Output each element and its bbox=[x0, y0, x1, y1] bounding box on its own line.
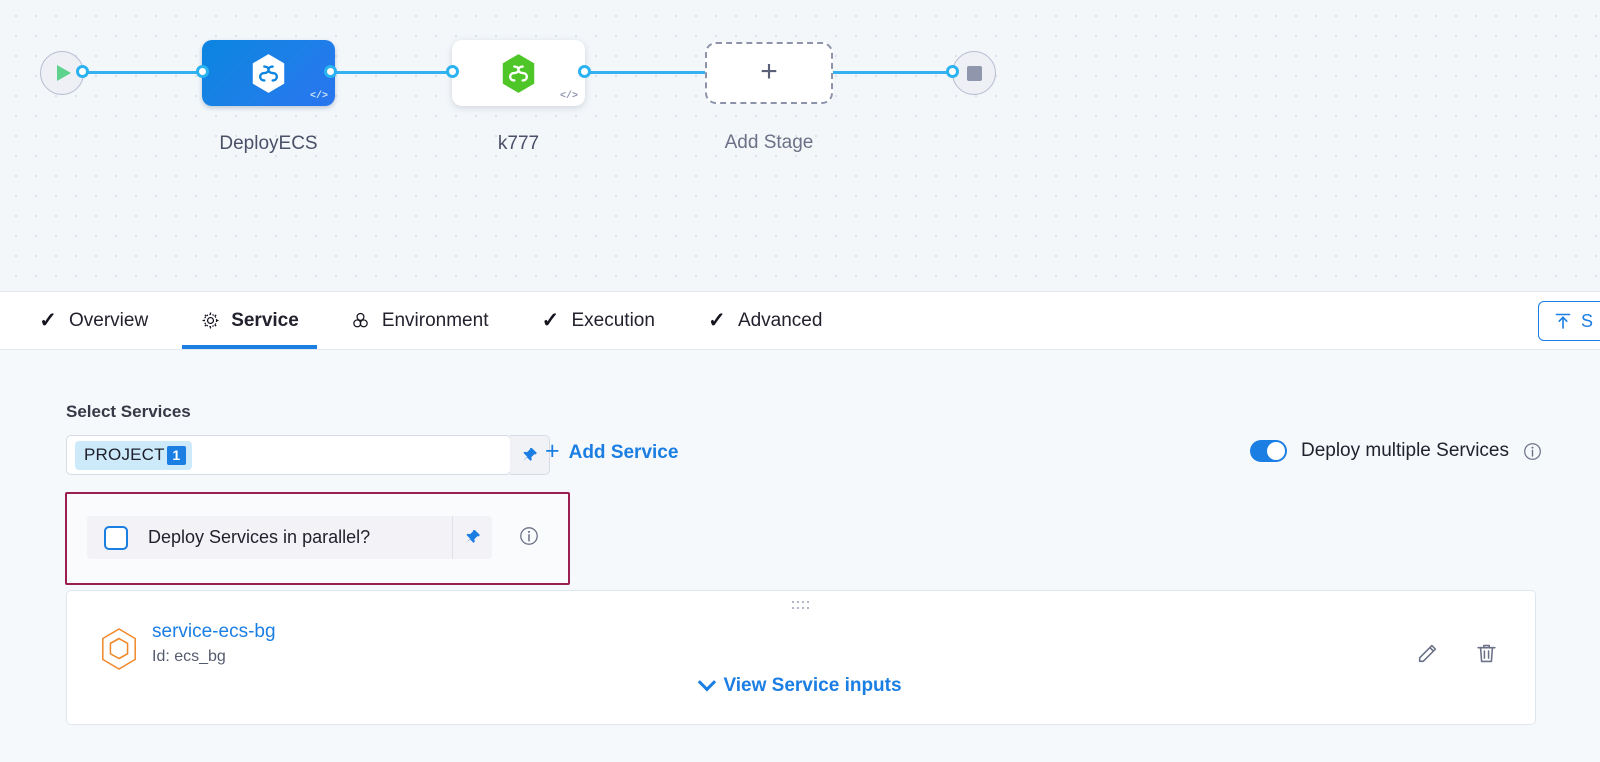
deploy-multiple-services-control[interactable]: Deploy multiple Services bbox=[1249, 440, 1542, 462]
deploy-parallel-row[interactable]: Deploy Services in parallel? bbox=[87, 516, 492, 559]
service-name-link[interactable]: service-ecs-bg bbox=[152, 621, 276, 642]
stage-label-k777: k777 bbox=[497, 133, 540, 154]
connector-port[interactable] bbox=[946, 65, 959, 78]
environment-icon bbox=[351, 311, 371, 331]
service-hex-icon bbox=[102, 628, 136, 670]
stage-code-badge[interactable]: </> bbox=[309, 91, 328, 102]
info-icon[interactable] bbox=[519, 526, 539, 546]
play-icon bbox=[57, 65, 71, 81]
chevron-down-icon bbox=[697, 672, 717, 691]
tab-label: Service bbox=[231, 309, 299, 331]
gear-icon bbox=[200, 311, 220, 331]
service-id-text: Id: ecs_bg bbox=[152, 648, 226, 665]
pipeline-canvas[interactable]: </> </> + DeployECS k777 Add Stage bbox=[0, 0, 1600, 292]
stage-label-deployecs: DeployECS bbox=[219, 133, 318, 154]
tab-label: Overview bbox=[69, 309, 149, 331]
plus-icon: + bbox=[545, 437, 560, 465]
tab-execution[interactable]: ✓ Execution bbox=[514, 292, 680, 349]
plus-icon: + bbox=[760, 55, 778, 88]
service-tab-panel: Select Services PROJECT 1 + Add Service … bbox=[0, 350, 1600, 762]
pin-parallel-field-button[interactable] bbox=[452, 516, 492, 559]
pencil-icon[interactable] bbox=[1415, 641, 1440, 666]
deploy-multiple-services-toggle[interactable] bbox=[1249, 440, 1287, 462]
tab-label: Advanced bbox=[737, 309, 823, 331]
tab-environment[interactable]: Environment bbox=[325, 292, 515, 349]
select-services-label: Select Services bbox=[66, 402, 191, 421]
project-scope-tag[interactable]: PROJECT 1 bbox=[75, 440, 192, 470]
connector-port[interactable] bbox=[578, 65, 591, 78]
trash-icon[interactable] bbox=[1474, 641, 1499, 666]
tab-overview[interactable]: ✓ Overview bbox=[0, 292, 174, 349]
view-service-inputs-toggle[interactable]: View Service inputs bbox=[697, 672, 902, 697]
save-as-template-button[interactable]: S bbox=[1537, 301, 1600, 341]
stage-config-tab-bar: ✓ Overview Service Envir bbox=[0, 292, 1600, 350]
deploy-multiple-services-label: Deploy multiple Services bbox=[1300, 440, 1509, 461]
pipeline-edge bbox=[830, 71, 965, 74]
connector-port[interactable] bbox=[446, 65, 459, 78]
deploy-parallel-label: Deploy Services in parallel? bbox=[148, 527, 371, 547]
check-icon: ✓ bbox=[708, 309, 726, 332]
project-scope-count: 1 bbox=[166, 445, 186, 465]
drag-handle-icon[interactable] bbox=[792, 601, 810, 611]
deploy-parallel-checkbox[interactable] bbox=[104, 525, 128, 550]
stop-icon bbox=[966, 65, 982, 81]
service-card: service-ecs-bg Id: ecs_bg View Service i… bbox=[66, 590, 1536, 725]
tab-service[interactable]: Service bbox=[174, 292, 325, 349]
info-icon[interactable] bbox=[1523, 442, 1542, 461]
add-service-button[interactable]: + Add Service bbox=[545, 437, 679, 465]
view-service-inputs-label: View Service inputs bbox=[723, 675, 902, 696]
tab-advanced[interactable]: ✓ Advanced bbox=[681, 292, 849, 349]
connector-port[interactable] bbox=[196, 65, 209, 78]
connector-port[interactable] bbox=[324, 65, 337, 78]
pipeline-stage-k777[interactable]: </> bbox=[452, 40, 585, 106]
pin-icon bbox=[465, 529, 480, 544]
save-template-label: S bbox=[1580, 310, 1593, 331]
services-multiselect-input[interactable]: PROJECT 1 bbox=[66, 435, 550, 475]
check-icon: ✓ bbox=[541, 309, 560, 332]
pin-icon bbox=[522, 447, 537, 462]
check-icon: ✓ bbox=[39, 309, 57, 332]
harness-hex-icon bbox=[252, 53, 285, 93]
add-stage-node[interactable]: + bbox=[705, 42, 833, 104]
add-stage-label: Add Stage bbox=[724, 132, 814, 153]
harness-hex-icon bbox=[502, 53, 535, 93]
save-template-icon bbox=[1555, 313, 1571, 329]
tab-label: Execution bbox=[571, 309, 655, 331]
pipeline-edge bbox=[330, 71, 457, 74]
project-scope-label: PROJECT bbox=[84, 445, 165, 464]
stage-code-badge[interactable]: </> bbox=[559, 91, 578, 102]
pipeline-stage-deployecs[interactable]: </> bbox=[202, 40, 335, 106]
tab-label: Environment bbox=[381, 309, 489, 331]
add-service-label: Add Service bbox=[568, 442, 679, 463]
pipeline-edge bbox=[82, 71, 207, 74]
connector-port[interactable] bbox=[76, 65, 89, 78]
deploy-parallel-highlight-box: Deploy Services in parallel? bbox=[65, 492, 570, 585]
pipeline-edge bbox=[578, 71, 708, 74]
pin-services-field-button[interactable] bbox=[510, 435, 550, 475]
